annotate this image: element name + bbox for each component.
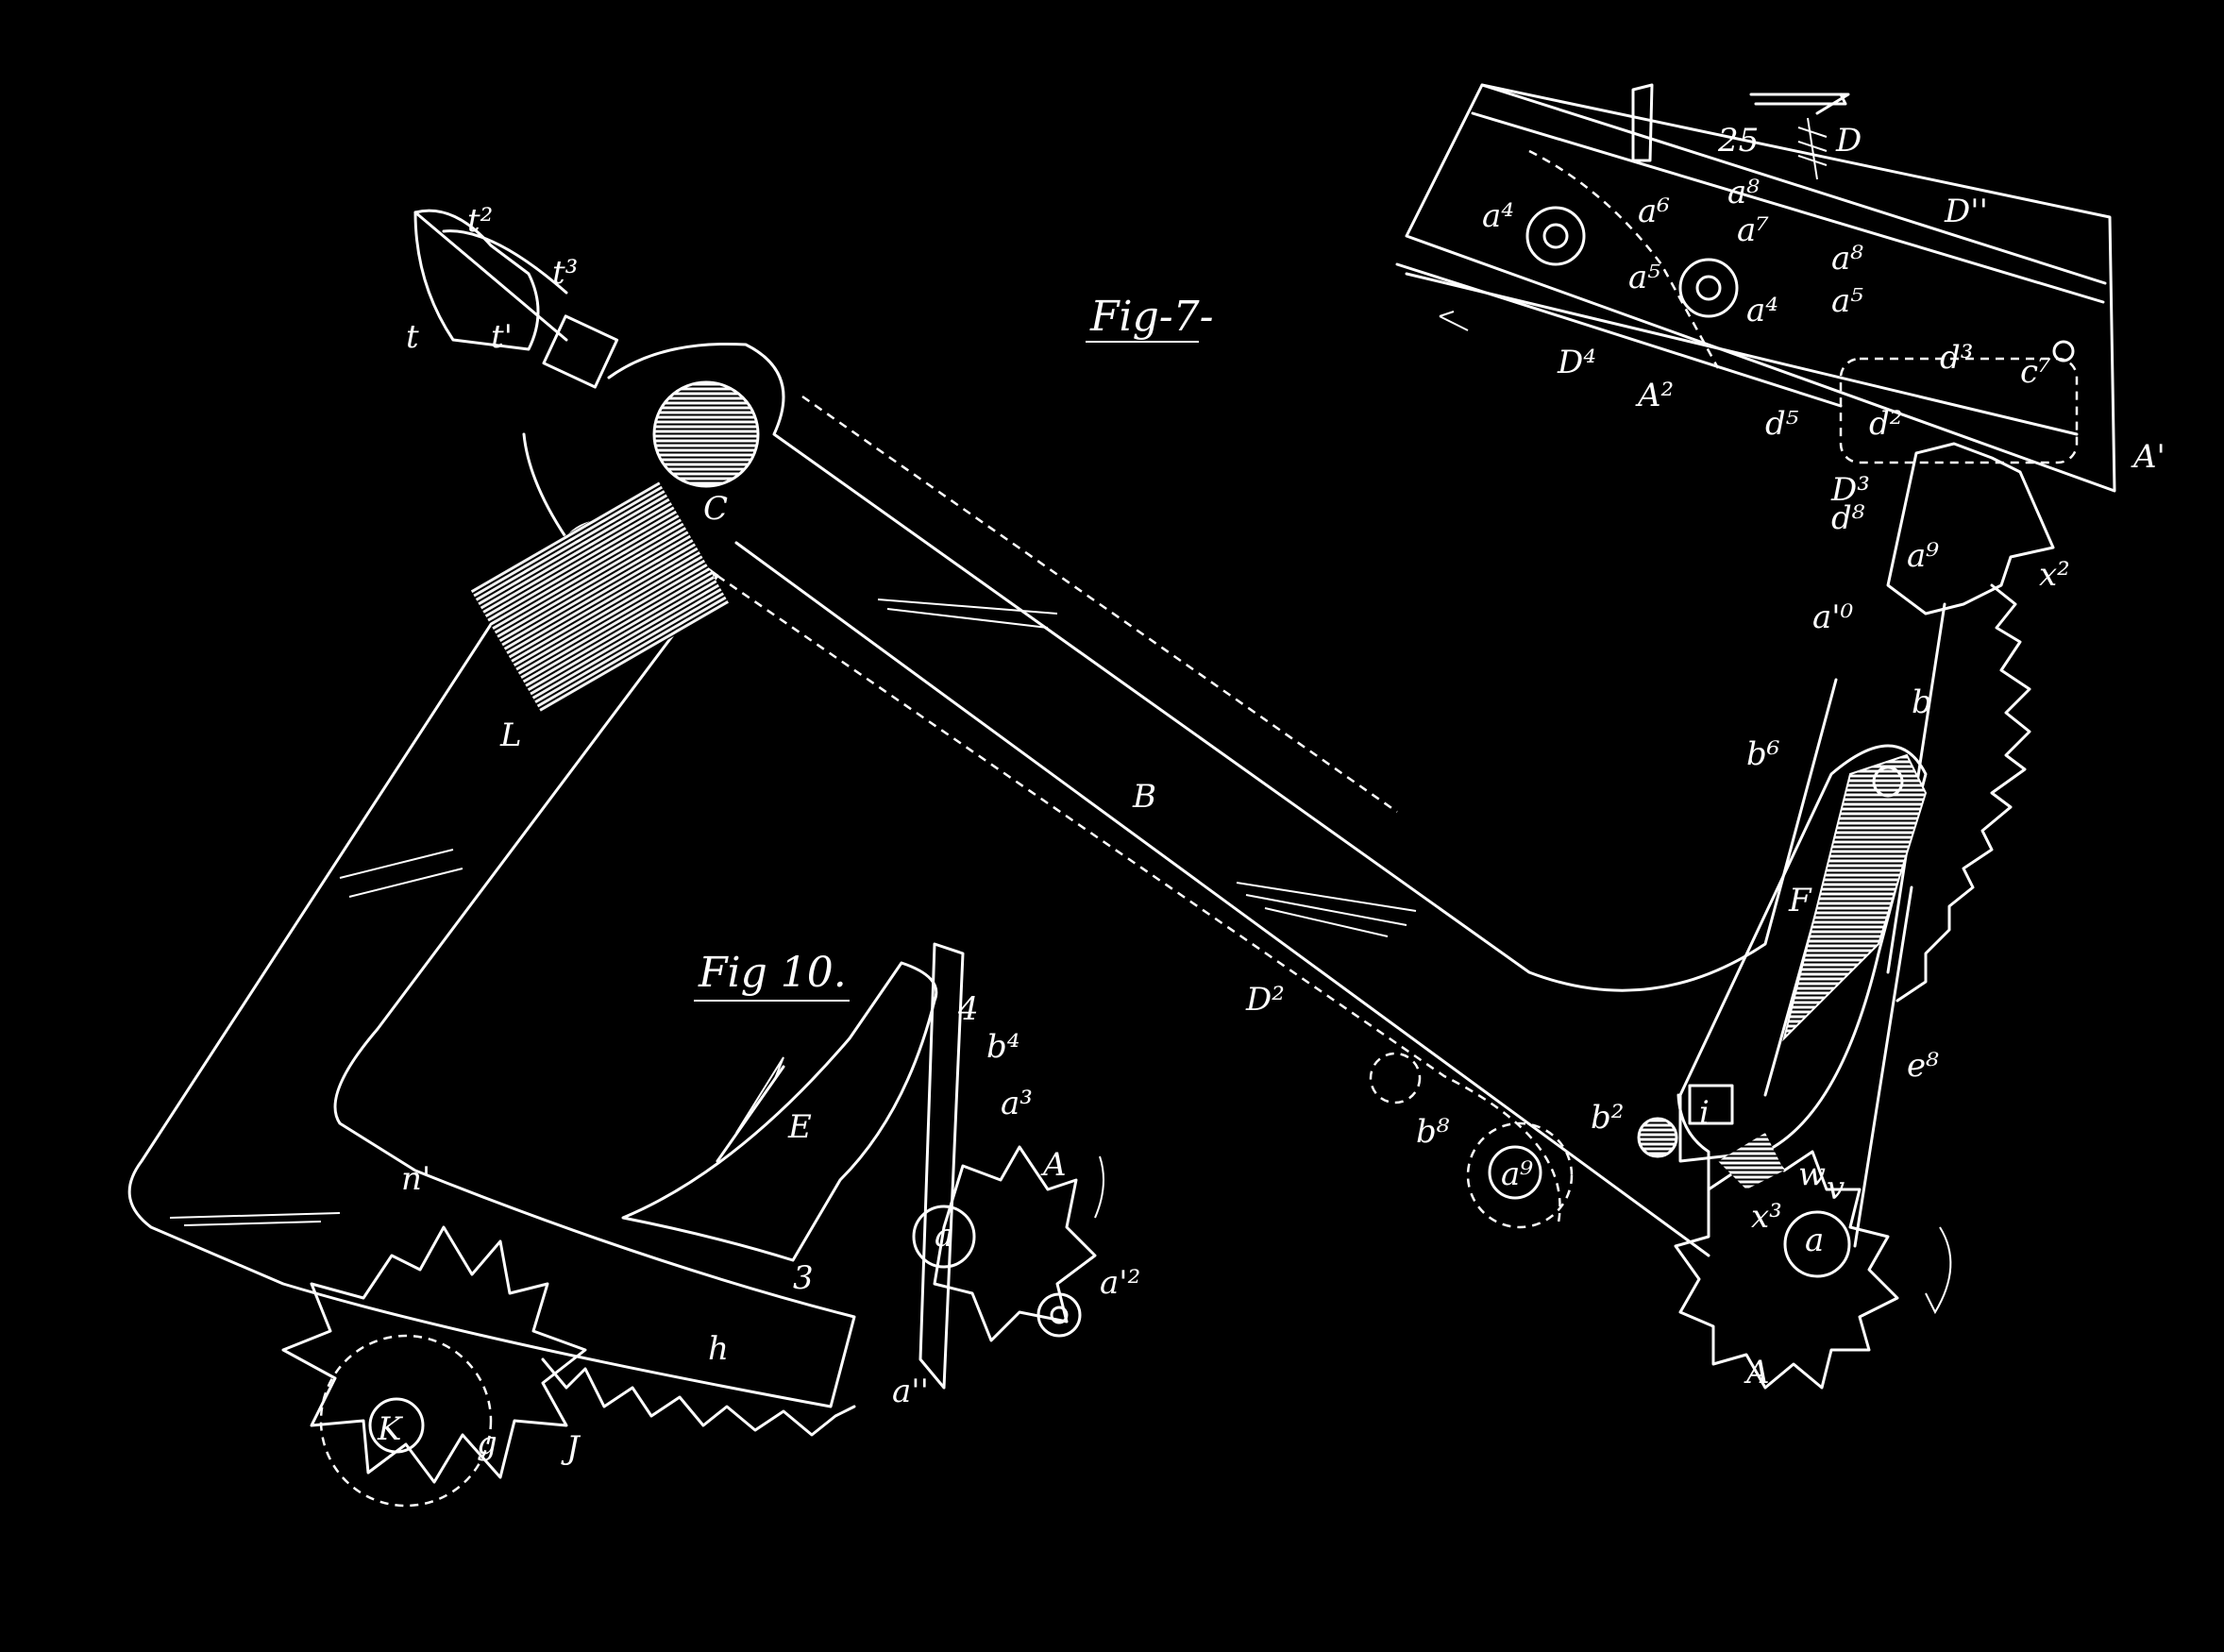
label-a3: a³ [1001, 1085, 1033, 1122]
rack-h [541, 1357, 856, 1437]
figure-7-title: Fig-7- [1089, 293, 1214, 341]
label-b2: b² [1591, 1099, 1624, 1137]
label-b6: b⁶ [1746, 735, 1779, 773]
label-D11: D'' [1944, 193, 1988, 230]
label-d8: d⁸ [1831, 499, 1865, 537]
label-A-right: A [1744, 1354, 1770, 1391]
label-a12: a'² [1100, 1264, 1140, 1302]
label-A-fig10: A [1040, 1146, 1067, 1184]
pivot-C [652, 380, 760, 488]
label-E: E [787, 1108, 812, 1146]
label-a8-2: a⁸ [1831, 240, 1863, 278]
label-a8: a⁸ [1727, 174, 1760, 211]
lower-link [1369, 1052, 1678, 1229]
label-J: J [561, 1429, 581, 1467]
lever-F [1676, 744, 1928, 1248]
label-K: K [377, 1410, 404, 1448]
label-x2: x² [2039, 556, 2070, 594]
label-a7: a⁷ [1737, 211, 1769, 249]
label-i: i [1699, 1094, 1710, 1132]
label-n1: n' [401, 1160, 430, 1198]
label-e8: e⁸ [1907, 1047, 1939, 1085]
label-x3: x³ [1751, 1198, 1782, 1236]
label-t-prime: t' [491, 318, 513, 356]
label-c7: c⁷ [2020, 353, 2051, 391]
label-D3: D³ [1830, 471, 1870, 509]
label-a6: a⁶ [1638, 193, 1670, 230]
label-g: g [477, 1424, 497, 1462]
label-a5-2: a⁵ [1831, 282, 1863, 320]
label-3: 3 [793, 1259, 814, 1297]
label-d5: d⁵ [1765, 405, 1799, 443]
label-v: v [1827, 1170, 1845, 1207]
label-a-right: a [1805, 1222, 1824, 1259]
label-a10: a'⁰ [1812, 598, 1854, 636]
label-t3: t³ [552, 254, 578, 292]
label-A2: A² [1635, 377, 1674, 414]
figure-7-assembly [1395, 83, 2116, 493]
label-a11: a'' [892, 1373, 929, 1410]
gear-K [281, 1225, 587, 1508]
lever-tip-t [413, 209, 619, 389]
lever-L [127, 432, 856, 1408]
figure-10 [621, 942, 1104, 1390]
label-d3: d³ [1940, 339, 1973, 377]
label-t2: t² [467, 202, 493, 240]
label-B: B [1132, 778, 1156, 816]
label-a9-upper: a⁹ [1907, 537, 1939, 575]
label-F: F [1788, 882, 1812, 919]
label-L: L [499, 716, 522, 754]
label-d2: d² [1869, 405, 1902, 443]
label-a9-lower: a⁹ [1501, 1155, 1533, 1193]
gear-A-right [1674, 1133, 1952, 1390]
pawl-x2 [1886, 442, 2055, 615]
figure-10-title: Fig 10. [698, 949, 847, 997]
label-D: D [1835, 122, 1862, 160]
label-D2: D² [1245, 981, 1285, 1019]
label-a-fig10: a [935, 1217, 953, 1255]
label-a5-1: a⁵ [1628, 259, 1660, 296]
label-b: b [1912, 683, 1932, 721]
label-t: t [406, 318, 419, 356]
label-25: 25 [1717, 122, 1759, 160]
label-C: C [703, 490, 728, 528]
label-b8: b⁸ [1416, 1113, 1450, 1151]
label-b4: b⁴ [986, 1028, 1019, 1066]
arm-B [607, 342, 1838, 1257]
label-h: h [708, 1330, 729, 1368]
label-w: w [1798, 1155, 1826, 1193]
label-a4-2: a⁴ [1746, 292, 1778, 329]
label-a4-1: a⁴ [1482, 197, 1514, 235]
label-4: 4 [957, 990, 979, 1028]
label-A1: A' [2131, 438, 2165, 476]
label-D4: D⁴ [1557, 344, 1596, 381]
